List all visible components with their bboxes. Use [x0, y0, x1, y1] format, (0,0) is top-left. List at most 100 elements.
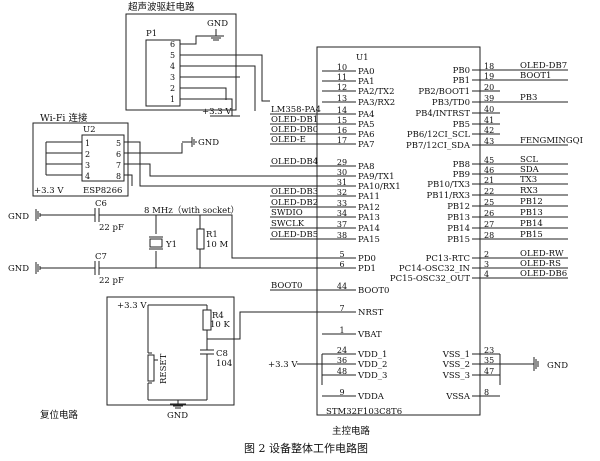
- mcu-pin-label: PA13: [358, 213, 380, 223]
- esp8266-module: [81, 134, 125, 182]
- net-label: OLED-RW: [520, 249, 564, 259]
- p1-pin-num: 5: [170, 51, 175, 60]
- mcu-pin-number: 29: [337, 158, 347, 167]
- mcu-pin-number: 25: [484, 198, 494, 207]
- net-label: PB3: [520, 93, 537, 103]
- u2-pin-num: 1: [85, 139, 90, 148]
- reset-title: 复位电路: [40, 409, 79, 421]
- ultrasonic-connector: [145, 39, 181, 107]
- net-label: OLED-DB3: [271, 187, 318, 197]
- c6-value: 22 pF: [99, 223, 124, 233]
- net-label: BOOT1: [520, 71, 551, 81]
- mcu-pin-number: 18: [484, 62, 494, 71]
- wire: [180, 35, 208, 45]
- mcu-pin-number: 43: [484, 137, 494, 146]
- wifi-gnd-label: GND: [198, 138, 219, 148]
- mcu-pin-number: 47: [484, 367, 494, 376]
- net-label: SWCLK: [271, 219, 305, 229]
- ground-icon: [533, 357, 539, 371]
- reset-section: +3.3 V R4 10 K C8 104 RESET GND: [40, 289, 340, 421]
- mcu-pin-number: 4: [484, 270, 489, 279]
- mcu-pin-label: PA7: [358, 140, 375, 150]
- net-label: SDA: [520, 165, 540, 175]
- mcu-pin-label: PB7/12CI_SDA: [406, 141, 471, 151]
- u2-pin-num: 7: [116, 161, 121, 170]
- reset-frame: [106, 296, 235, 406]
- net-label: PB14: [520, 219, 543, 229]
- mcu-pin-number: 41: [484, 116, 494, 125]
- mcu-section-label: 主控电路: [332, 425, 371, 437]
- wifi-vcc-label: +3.3 V: [34, 186, 64, 196]
- mcu-pin-number: 11: [337, 73, 347, 82]
- r4-value: 10 K: [210, 320, 231, 330]
- mcu-pin-label: PC13-RTC: [426, 254, 470, 264]
- mcu-pin-label: PB14: [447, 224, 470, 234]
- net-label: SCL: [520, 155, 538, 165]
- mcu-pin-label: PB8: [453, 160, 470, 170]
- r1-ref: R1: [206, 230, 218, 240]
- mcu-pin-number: 39: [484, 94, 494, 103]
- ultrasonic-section: 超声波驱赶电路 P1 6 5 4 3 2 1 GND +3.3 V: [125, 1, 270, 117]
- mcu-pin-label: PA15: [358, 235, 380, 245]
- mcu-pin-number: 14: [337, 106, 347, 115]
- mcu-pin-number: 6: [339, 260, 344, 269]
- mcu-pin-number: 13: [337, 94, 347, 103]
- mcu-pin-number: 2: [484, 250, 489, 259]
- wifi-part-label: ESP8266: [83, 186, 122, 196]
- net-label: TX3: [520, 175, 537, 185]
- ground-icon: [35, 262, 41, 274]
- mcu-pin-number: 8: [484, 388, 489, 397]
- mcu-pin-label: PB4/INTRST: [415, 109, 470, 119]
- wifi-ref: U2: [83, 125, 96, 135]
- mcu-pin-label: PB1: [453, 76, 470, 86]
- mcu-pin-number: 42: [484, 126, 494, 135]
- mcu-pin-number: 15: [337, 116, 347, 125]
- mcu-pin-number: 37: [337, 220, 347, 229]
- mcu-pin-number: 3: [484, 260, 489, 269]
- ultrasonic-frame: [125, 13, 237, 111]
- mcu-pin-label: PA6: [358, 130, 375, 140]
- mcu-pin-label: PA9/TX1: [358, 172, 394, 182]
- mcu-pin-label: PB0: [453, 66, 470, 76]
- wire: [180, 65, 256, 111]
- capacitor-c7: [94, 261, 100, 275]
- mcu-pin-number: 46: [484, 166, 494, 175]
- wire: [200, 214, 340, 259]
- net-label: OLED-RS: [520, 259, 561, 269]
- wire: [180, 98, 233, 116]
- ground-icon: [208, 29, 224, 41]
- c7-value: 22 pF: [99, 276, 124, 286]
- p1-pin-num: 3: [170, 73, 175, 82]
- mcu-pin-number: 45: [484, 156, 494, 165]
- r1-value: 10 M: [206, 240, 229, 250]
- mcu-pin-label: PA2/TX2: [358, 87, 394, 97]
- net-label: OLED-DB4: [271, 157, 318, 167]
- mcu-pin-label: PB6/12CI_SCL: [407, 130, 470, 140]
- mcu-pin-label: VSS_3: [442, 371, 470, 381]
- mcu-pin-label: PB9: [453, 170, 470, 180]
- mcu-pin-number: 1: [339, 326, 344, 335]
- mcu-pin-number: 9: [339, 388, 344, 397]
- mcu-pin-label: PB10/TX3: [427, 180, 470, 190]
- reset-button-label: RESET: [159, 353, 169, 384]
- wifi-frame: [32, 122, 129, 197]
- power-section: +3.3 V GND: [268, 354, 568, 385]
- net-label: OLED-E: [271, 135, 306, 145]
- mcu-pin-label: VSS_1: [442, 350, 470, 360]
- mcu-pin-label: PA10/RX1: [358, 182, 401, 192]
- crystal-y1: [149, 236, 163, 250]
- mcu-pin-number: 34: [337, 209, 347, 218]
- mcu-pin-number: 20: [484, 83, 494, 92]
- clock-gnd-label-1: GND: [8, 212, 29, 222]
- capacitor-c8: [200, 349, 214, 355]
- c8-ref: C8: [216, 349, 228, 359]
- mcu-pin-label: PB2/BOOT1: [418, 87, 470, 97]
- mcu-pin-label: NRST: [358, 308, 384, 318]
- mcu-pin-number: 19: [484, 72, 494, 81]
- c8-value: 104: [216, 359, 232, 369]
- c7-ref: C7: [95, 252, 107, 262]
- wire: [180, 87, 227, 100]
- mcu-pin-label: VSSA: [445, 392, 471, 402]
- r4-ref: R4: [212, 311, 224, 321]
